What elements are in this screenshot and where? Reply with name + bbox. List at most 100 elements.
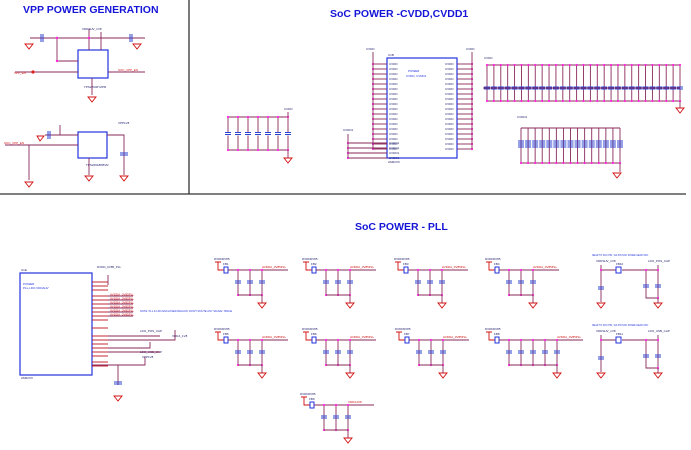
supply-symbol: [396, 331, 405, 341]
junction-dot: [609, 63, 613, 67]
filter-output-net: VDDA1V8: [348, 400, 362, 404]
junction-dot: [236, 338, 240, 342]
junction-dot: [236, 148, 240, 152]
ferrite-bead: [404, 336, 410, 344]
cvdd-ic-part: AM62XX: [388, 160, 400, 164]
ferrite-bead: [403, 266, 409, 274]
supply-symbol: [303, 331, 312, 341]
junction-dot: [248, 268, 252, 272]
junction-dot: [658, 63, 661, 67]
supply-symbol: [395, 261, 404, 271]
pin-label: CVDD: [445, 87, 454, 91]
ferrite-bead: [494, 336, 500, 344]
pin-label: CVDD: [389, 72, 398, 76]
ferrite-bead-ref: FB4: [494, 262, 500, 266]
junction-dot: [658, 99, 661, 103]
filter-output-net: AVDDA_0V85PLL: [262, 335, 286, 339]
junction-dot: [534, 161, 537, 165]
ferrite-bead: [615, 336, 622, 344]
cvdd-section-title: SoC POWER -CVDD,CVDD1: [330, 8, 468, 20]
ferrite-bead: [494, 266, 500, 274]
junction-dot: [611, 161, 615, 165]
filter-output-net: AVDDA_0V85PLL: [442, 265, 466, 269]
cvdd-net: CVDD: [366, 47, 375, 51]
filter-input-net: DVDD0V85: [214, 327, 230, 331]
cvdd-ic-label1: POWER: [408, 69, 420, 73]
ground-symbol: [552, 372, 562, 379]
ground-symbol: [596, 372, 606, 379]
junction-dot: [260, 268, 264, 272]
junction-dot: [568, 63, 571, 67]
junction-dot: [637, 63, 640, 67]
ferrite-bead-ref: FB1: [223, 262, 229, 266]
pin-label: CVDD: [389, 87, 398, 91]
pll-ic-box: [19, 272, 93, 376]
ground-symbol: [653, 302, 663, 309]
junction-dot: [582, 99, 585, 103]
pin-label: CVDD: [445, 102, 454, 106]
junction-dot: [276, 148, 280, 152]
vdda-net: VDDA_1V8: [172, 334, 188, 338]
ground-symbol: [653, 372, 663, 379]
pin-label: CVDD: [445, 117, 454, 121]
junction-dot: [276, 115, 280, 119]
junction-dot: [506, 99, 509, 103]
ferrite-bead-ref: FB10: [616, 262, 624, 266]
vpp-ic1-box: [77, 49, 109, 79]
junction-dot: [492, 63, 495, 67]
junction-dot: [499, 63, 502, 67]
ground-symbol: [257, 302, 267, 309]
pin-label: CVDD: [389, 82, 398, 86]
junction-dot: [547, 63, 551, 67]
junction-dot: [548, 161, 551, 165]
junction-dot: [541, 99, 544, 103]
junction-dot: [441, 338, 445, 342]
pin-label: CVDD: [389, 112, 398, 116]
filter-input-net: DVDD0V85: [485, 257, 501, 261]
junction-dot: [266, 115, 270, 119]
junction-dot: [599, 338, 603, 342]
junction-dot: [531, 268, 535, 272]
junction-dot: [346, 403, 350, 407]
filter-output-net: AVDDA_0V85PLL: [443, 335, 467, 339]
supply-symbol: [215, 261, 224, 271]
junction-dot: [644, 63, 647, 67]
ldo-wires: [600, 265, 659, 302]
junction-dot: [597, 161, 600, 165]
pin-label: CVDD: [445, 92, 454, 96]
junction-dot: [672, 63, 675, 67]
junction-dot: [348, 338, 352, 342]
junction-dot: [266, 148, 270, 152]
filter-input-net: DVDD0V85: [485, 327, 501, 331]
pin-label: CVDD: [445, 72, 454, 76]
pin-label: CVDD: [389, 147, 398, 151]
supply-symbol: [215, 331, 224, 341]
ldo-pos-net: LDO_POS_CAP: [140, 329, 162, 333]
junction-dot: [656, 268, 660, 272]
pin-label: CVDD: [389, 77, 398, 81]
junction-dot: [630, 99, 633, 103]
junction-dot: [561, 99, 564, 103]
pin-label: CVDD: [445, 67, 454, 71]
ldo-cap-block: NEAR TO SOC PIN, VIA PIN SOC SHARE NEAR …: [592, 324, 670, 379]
filter-output-net: AVDDA_0V85PLL: [262, 265, 286, 269]
junction-dot: [568, 99, 571, 103]
pin-label: CVDD: [389, 97, 398, 101]
junction-dot: [678, 63, 682, 67]
junction-dot: [651, 99, 654, 103]
ground-symbol: [596, 302, 606, 309]
ground-symbol: [343, 437, 353, 444]
pin-label: CVDD: [389, 67, 398, 71]
filter-input-net: DVDD0V85: [214, 257, 230, 261]
junction-dot: [665, 63, 668, 67]
junction-dot: [520, 63, 523, 67]
junction-dot: [604, 161, 607, 165]
junction-dot: [583, 161, 586, 165]
ldo-cap-block: NEAR TO SOC PIN, VIA PIN SOC SHARE NEAR …: [592, 254, 670, 309]
junction-dot: [256, 115, 260, 119]
junction-dot: [428, 268, 432, 272]
junction-dot: [226, 148, 230, 152]
pin-label: CVDD: [445, 137, 454, 141]
